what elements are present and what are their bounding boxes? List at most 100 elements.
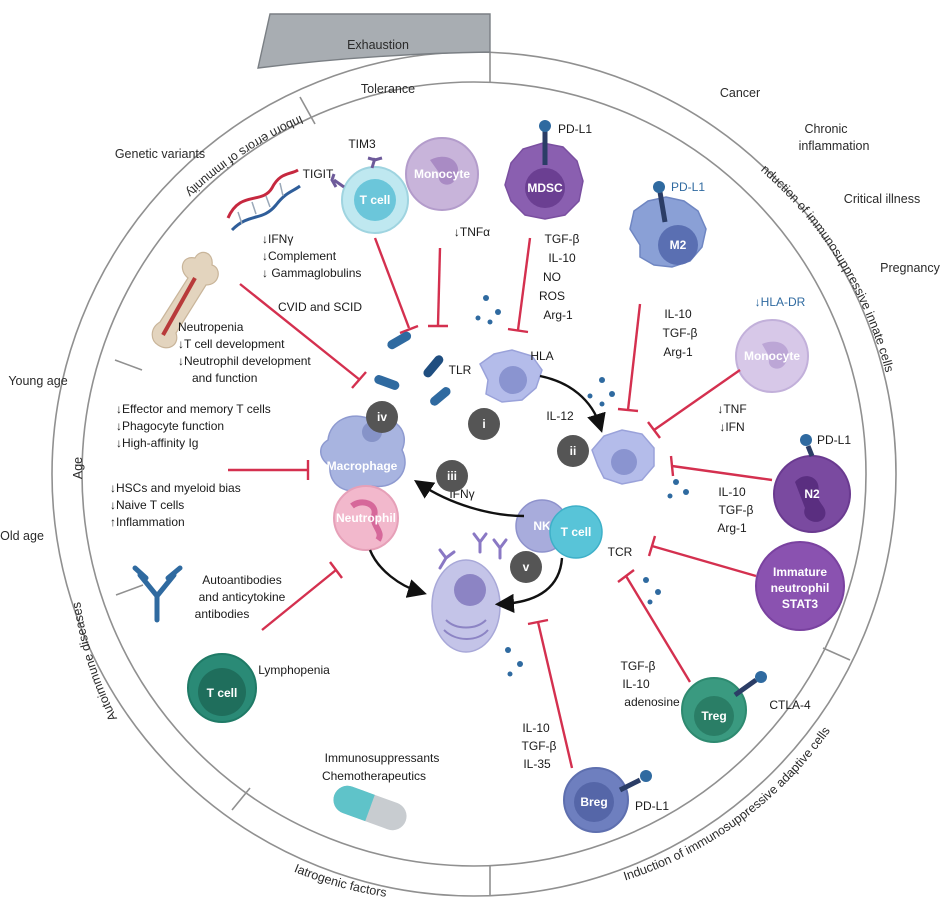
monocyte-right: Monocyte bbox=[735, 319, 809, 393]
monocyte-top: Monocyte bbox=[405, 137, 479, 211]
bone-icon bbox=[151, 251, 219, 349]
tcell-bottom: T cell bbox=[187, 653, 257, 723]
step-ii: ii bbox=[570, 444, 577, 458]
mdsc-label: MDSC bbox=[527, 181, 563, 195]
svg-text:↓IFN: ↓IFN bbox=[719, 420, 744, 434]
monocyte-top-label: Monocyte bbox=[414, 167, 470, 181]
nk-label: NK bbox=[533, 519, 551, 533]
mdsc-cell: MDSC bbox=[504, 120, 584, 220]
tcell-center: T cell bbox=[549, 505, 603, 559]
svg-text:↓High-affinity Ig: ↓High-affinity Ig bbox=[116, 436, 198, 450]
svg-text:↓IFNγ: ↓IFNγ bbox=[262, 232, 293, 246]
svg-text:↓Phagocyte function: ↓Phagocyte function bbox=[116, 419, 224, 433]
autoantibodies-text: Autoantibodies and anticytokine antibodi… bbox=[195, 573, 286, 621]
svg-text:Arg-1: Arg-1 bbox=[663, 345, 693, 359]
tnfa-label: ↓TNFα bbox=[454, 225, 490, 239]
svg-text:↓T cell development: ↓T cell development bbox=[178, 337, 285, 351]
pregnancy-label: Pregnancy bbox=[880, 261, 940, 275]
ring-separators bbox=[114, 52, 851, 896]
ring-inner bbox=[81, 81, 867, 867]
svg-text:↓ Gammaglobulins: ↓ Gammaglobulins bbox=[262, 266, 361, 280]
monocyte-factors: ↓TNF ↓IFN bbox=[717, 402, 746, 434]
tcell-bottom-label: T cell bbox=[207, 686, 238, 700]
dendritic-cell-top bbox=[479, 349, 543, 403]
inflammation-label: inflammation bbox=[799, 139, 870, 153]
svg-text:antibodies: antibodies bbox=[195, 607, 250, 621]
hla-dr-label: ↓HLA-DR bbox=[755, 295, 806, 309]
svg-text:TGF-β: TGF-β bbox=[545, 232, 580, 246]
n2-cell: N2 bbox=[773, 434, 851, 533]
treg-label: Treg bbox=[701, 709, 726, 723]
svg-text:adenosine: adenosine bbox=[624, 695, 680, 709]
svg-text:IL-35: IL-35 bbox=[523, 757, 551, 771]
genetic-variants-label: Genetic variants bbox=[115, 147, 205, 161]
breg-factors: IL-10 TGF-β IL-35 bbox=[522, 721, 557, 771]
inhibition-lines-left bbox=[228, 237, 448, 631]
svg-text:and function: and function bbox=[192, 371, 257, 385]
tigit-label: TIGIT bbox=[303, 167, 334, 181]
macrophage-label: Macrophage bbox=[327, 459, 398, 473]
svg-text:Autoantibodies: Autoantibodies bbox=[202, 573, 281, 587]
young-age-effects: ↓Effector and memory T cells ↓Phagocyte … bbox=[116, 402, 271, 450]
svg-text:↓HSCs and myeloid bias: ↓HSCs and myeloid bias bbox=[110, 481, 241, 495]
m2-factors: IL-10 TGF-β Arg-1 bbox=[663, 307, 698, 359]
m2-label: M2 bbox=[670, 238, 687, 252]
svg-text:Arg-1: Arg-1 bbox=[717, 521, 747, 535]
antibody-cluster-icon bbox=[438, 532, 508, 570]
old-age-effects: ↓HSCs and myeloid bias ↓Naive T cells ↑I… bbox=[110, 481, 241, 529]
svg-text:ROS: ROS bbox=[539, 289, 565, 303]
step-v: v bbox=[523, 560, 530, 574]
n2-pdl1-label: PD-L1 bbox=[817, 433, 851, 447]
critical-illness-label: Critical illness bbox=[844, 192, 920, 206]
svg-text:↑Inflammation: ↑Inflammation bbox=[110, 515, 185, 529]
svg-text:↓Naive T cells: ↓Naive T cells bbox=[110, 498, 184, 512]
autoimmune-label: Autoimmune diseases bbox=[69, 601, 120, 723]
svg-text:IL-10: IL-10 bbox=[522, 721, 550, 735]
dendritic-cell-right bbox=[591, 429, 655, 485]
step-iii: iii bbox=[447, 469, 457, 483]
immature-neutrophil-cell: Immature neutrophil STAT3 bbox=[755, 541, 845, 631]
svg-text:TGF-β: TGF-β bbox=[719, 503, 754, 517]
iatrogenic-text: Immunosuppressants Chemotherapeutics bbox=[322, 751, 439, 783]
m2-cell: M2 bbox=[629, 181, 707, 268]
tcr-label: TCR bbox=[608, 545, 633, 559]
svg-text:STAT3: STAT3 bbox=[782, 597, 819, 611]
mdsc-pdl1-label: PD-L1 bbox=[558, 122, 592, 136]
dna-helix-icon bbox=[226, 168, 301, 232]
neutrophil-cell: Neutrophil bbox=[333, 485, 399, 551]
step-markers: i ii iii iv v bbox=[366, 401, 589, 583]
svg-text:Immunosuppressants: Immunosuppressants bbox=[325, 751, 440, 765]
ctla4-label: CTLA-4 bbox=[769, 698, 811, 712]
exhaustion-tab bbox=[257, 13, 491, 69]
exhaustion-label: Exhaustion bbox=[347, 38, 409, 52]
svg-text:Neutropenia: Neutropenia bbox=[178, 320, 244, 334]
breg-cell: Breg bbox=[563, 767, 652, 833]
tcell-top-label: T cell bbox=[360, 193, 391, 207]
tolerance-label: Tolerance bbox=[361, 82, 415, 96]
treg-cell: Treg bbox=[681, 671, 767, 743]
cytokine-dots bbox=[475, 295, 689, 677]
svg-text:↓Effector and memory T cells: ↓Effector and memory T cells bbox=[116, 402, 271, 416]
svg-text:↓Neutrophil development: ↓Neutrophil development bbox=[178, 354, 311, 368]
monocyte-right-label: Monocyte bbox=[744, 349, 800, 363]
il12-label: IL-12 bbox=[546, 409, 574, 423]
antibody-icon bbox=[132, 565, 183, 623]
neutropenia-effects: Neutropenia ↓T cell development ↓Neutrop… bbox=[178, 320, 311, 385]
svg-text:Arg-1: Arg-1 bbox=[543, 308, 573, 322]
tcell-center-label: T cell bbox=[561, 525, 592, 539]
macrophage-cell: Macrophage bbox=[320, 415, 406, 492]
svg-text:↓TNF: ↓TNF bbox=[717, 402, 746, 416]
age-label: Age bbox=[71, 457, 85, 479]
iatrogenic-label: Iatrogenic factors bbox=[292, 861, 387, 899]
svg-text:TGF-β: TGF-β bbox=[522, 739, 557, 753]
tim3-label: TIM3 bbox=[348, 137, 376, 151]
svg-text:Immature: Immature bbox=[773, 565, 827, 579]
svg-text:IL-10: IL-10 bbox=[718, 485, 746, 499]
plasma-cell bbox=[431, 559, 501, 653]
lymphopenia-label: Lymphopenia bbox=[258, 663, 330, 677]
svg-text:IL-10: IL-10 bbox=[548, 251, 576, 265]
chronic-label: Chronic bbox=[804, 122, 847, 136]
step-iv: iv bbox=[377, 410, 387, 424]
breg-label: Breg bbox=[580, 795, 607, 809]
